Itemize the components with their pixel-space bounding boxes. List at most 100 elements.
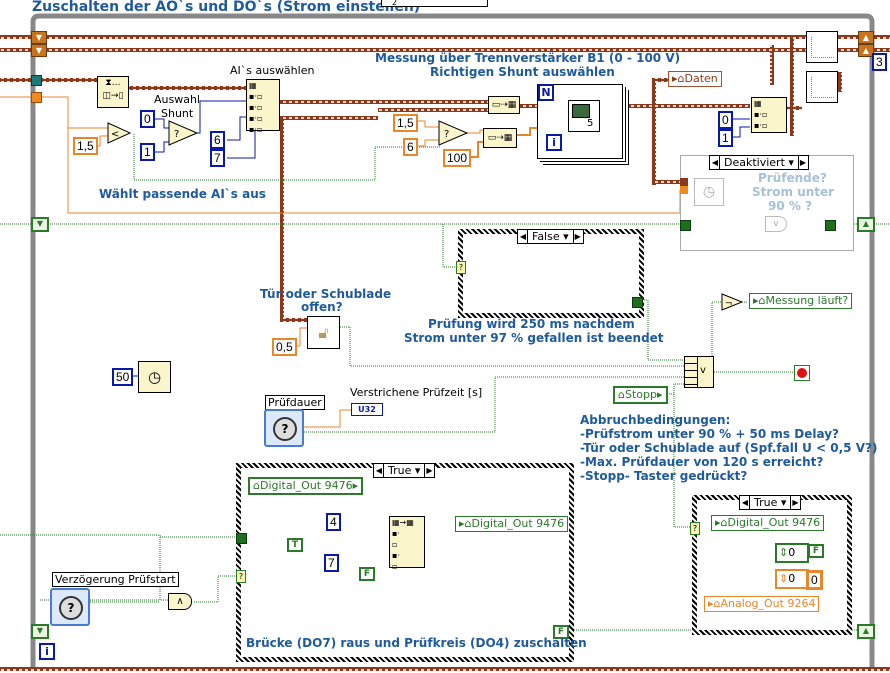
constant-1[interactable]: 1 bbox=[140, 143, 155, 161]
case-input-tunnel bbox=[236, 533, 247, 544]
local-messung-label: Messung läuft? bbox=[765, 294, 849, 307]
boolean-false-constant[interactable]: F bbox=[359, 567, 375, 581]
verzoegerung-label: Verzögerung Prüfstart bbox=[52, 572, 179, 587]
constant-100[interactable]: 100 bbox=[443, 149, 472, 167]
shift-register-bool-left-2: ▼ bbox=[31, 624, 49, 639]
selector-value: False bbox=[532, 230, 560, 243]
diagram-title: Zuschalten der AO`s und DO`s (Strom eins… bbox=[32, 0, 421, 15]
case-output-tunnel bbox=[632, 297, 643, 308]
shift-register-bool-left: ▼ bbox=[31, 217, 49, 232]
shunt-label: Shunt bbox=[161, 107, 194, 120]
case-selector-terminal-3: ? bbox=[690, 522, 700, 535]
shift-register-left-1: ▼ bbox=[31, 31, 47, 44]
select-node-2[interactable]: ? bbox=[438, 120, 468, 146]
waveform-icon bbox=[572, 104, 590, 118]
constant-0-5[interactable]: 0,5 bbox=[272, 338, 297, 356]
constant-1-5[interactable]: 1,5 bbox=[73, 137, 98, 155]
elapsed-time-verzoegerung[interactable]: ? bbox=[50, 588, 90, 626]
replace-array-subset-node-2[interactable]: ▦→▦▪·▫▪·▫ bbox=[389, 516, 425, 571]
next-case-arrow[interactable]: ▶ bbox=[790, 496, 799, 509]
constant-6[interactable]: 6 bbox=[210, 131, 225, 149]
constant-0[interactable]: 0 bbox=[140, 110, 155, 128]
case-selector-false[interactable]: ◀False ▾▶ bbox=[517, 229, 584, 244]
unbundle-node[interactable]: ⧗…◫→▯ bbox=[97, 76, 129, 108]
for-loop-iteration-terminal: i bbox=[546, 134, 562, 151]
next-case-arrow[interactable]: ▶ bbox=[572, 230, 581, 243]
numeric-array-index-do[interactable]: ⇕0 bbox=[775, 543, 809, 563]
comment-waehlt: Wählt passende AI`s aus bbox=[99, 187, 266, 201]
local-variable-ao-write[interactable]: ▸⌂Analog_Out 9264 bbox=[704, 596, 820, 612]
abbruch-line: -Stopp- Taster gedrückt? bbox=[580, 469, 748, 483]
prev-case-arrow[interactable]: ◀ bbox=[375, 464, 384, 477]
loop-iteration-terminal: i bbox=[39, 643, 55, 660]
constant-1-b[interactable]: 1 bbox=[718, 129, 733, 147]
elapsed-time-pruefdauer[interactable]: ? bbox=[264, 409, 304, 447]
lock-open-icon[interactable]: 🔓︎ bbox=[307, 316, 340, 349]
prev-case-arrow[interactable]: ◀ bbox=[711, 156, 720, 169]
comment-shunt: Richtigen Shunt auswählen bbox=[430, 65, 615, 79]
waveform-graph-2[interactable] bbox=[806, 71, 838, 103]
index-stepper: ⇕ bbox=[779, 572, 789, 585]
constant-7[interactable]: 7 bbox=[210, 149, 225, 167]
tunnel-cluster bbox=[680, 178, 688, 186]
wait-ms-node[interactable]: ◷ bbox=[138, 361, 171, 393]
case-selector-deaktiviert[interactable]: ◀Deaktiviert ▾▶ bbox=[709, 155, 809, 170]
boolean-false-out[interactable]: F bbox=[553, 625, 569, 639]
constant-6-b[interactable]: 6 bbox=[403, 138, 418, 156]
daqmx-read-node[interactable]: 5 bbox=[568, 100, 600, 132]
numeric-array-index-ao[interactable]: ⇕0 bbox=[775, 569, 809, 589]
compound-or-node[interactable]: v bbox=[684, 356, 714, 388]
case-selector-true-1[interactable]: ◀True ▾▶ bbox=[373, 463, 436, 478]
constant-7-b[interactable]: 7 bbox=[324, 554, 339, 572]
prev-case-arrow[interactable]: ◀ bbox=[741, 496, 750, 509]
and-node[interactable]: ∧ bbox=[168, 593, 192, 610]
constant-1-5-b[interactable]: 1,5 bbox=[393, 114, 418, 132]
build-array-node-1[interactable]: ▭⇢▦ bbox=[488, 96, 520, 114]
or-symbol: v bbox=[700, 365, 706, 376]
index-value: 0 bbox=[788, 572, 796, 585]
ai-auswaehlen-label: AI`s auswählen bbox=[230, 64, 315, 77]
case-selector-terminal-2: ? bbox=[236, 570, 246, 583]
boolean-true-constant[interactable]: T bbox=[287, 538, 303, 552]
next-case-arrow[interactable]: ▶ bbox=[424, 464, 433, 477]
local-variable-do-write[interactable]: ▸⌂Digital_Out 9476 bbox=[455, 516, 569, 532]
shift-register-right-2: ▲ bbox=[858, 44, 874, 57]
comment-bruecke: Brücke (DO7) raus und Prüfkreis (DO4) zu… bbox=[246, 636, 587, 650]
abbruch-line: Abbruchbedingungen: bbox=[580, 413, 731, 427]
boolean-false-array-element[interactable]: F bbox=[808, 544, 824, 558]
constant-0-ao[interactable]: 0 bbox=[806, 570, 823, 590]
while-loop-frame bbox=[30, 13, 875, 670]
svg-text:?: ? bbox=[444, 129, 449, 140]
top-partial-indicator: 2 bbox=[381, 0, 488, 7]
comment-tuer-1: Tür oder Schublade bbox=[260, 287, 392, 301]
comment-pruefende-3: 90 % ? bbox=[768, 199, 813, 213]
local-variable-do-read[interactable]: ⌂Digital_Out 9476▸ bbox=[248, 477, 364, 495]
less-than-node[interactable]: < bbox=[107, 122, 131, 144]
auswahl-label: Auswahl bbox=[154, 93, 200, 106]
build-array-node-2[interactable]: ▭⇢▦ bbox=[483, 128, 517, 148]
not-node[interactable]: ¬ bbox=[721, 293, 743, 311]
next-case-arrow[interactable]: ▶ bbox=[797, 156, 806, 169]
local-variable-daten[interactable]: ▸⌂Daten bbox=[668, 71, 722, 87]
svg-text:¬: ¬ bbox=[725, 299, 733, 309]
local-variable-messung-laeuft[interactable]: ▸⌂Messung läuft? bbox=[749, 293, 853, 309]
verstrichene-label: Verstrichene Prüfzeit [s] bbox=[350, 386, 483, 399]
constant-0-b[interactable]: 0 bbox=[718, 111, 733, 129]
constant-3[interactable]: 3 bbox=[872, 53, 887, 71]
local-stopp-label: Stopp bbox=[624, 388, 657, 401]
comment-pruefung-2: Strom unter 97 % gefallen ist beendet bbox=[404, 331, 664, 345]
comment-pruefende-2: Strom unter bbox=[752, 185, 835, 199]
select-node[interactable]: ? bbox=[168, 120, 198, 146]
local-variable-do-write-2[interactable]: ▸⌂Digital_Out 9476 bbox=[711, 515, 825, 531]
waveform-graph-1[interactable] bbox=[806, 31, 838, 63]
case-selector-true-2[interactable]: ◀True ▾▶ bbox=[739, 495, 802, 510]
prev-case-arrow[interactable]: ◀ bbox=[519, 230, 528, 243]
constant-4[interactable]: 4 bbox=[326, 513, 341, 531]
svg-text:?: ? bbox=[174, 129, 179, 140]
local-variable-stopp[interactable]: ⌂Stopp▸ bbox=[613, 386, 668, 404]
loop-condition-terminal[interactable] bbox=[794, 365, 810, 381]
pruefdauer-label: Prüfdauer bbox=[265, 395, 325, 410]
replace-array-subset-node[interactable]: ▦▪·▫▪·▫▪·▫▪·▫ bbox=[246, 79, 280, 134]
index-array-node[interactable]: ▦▪·▫▪·▫ bbox=[751, 97, 787, 133]
constant-50[interactable]: 50 bbox=[112, 368, 134, 386]
